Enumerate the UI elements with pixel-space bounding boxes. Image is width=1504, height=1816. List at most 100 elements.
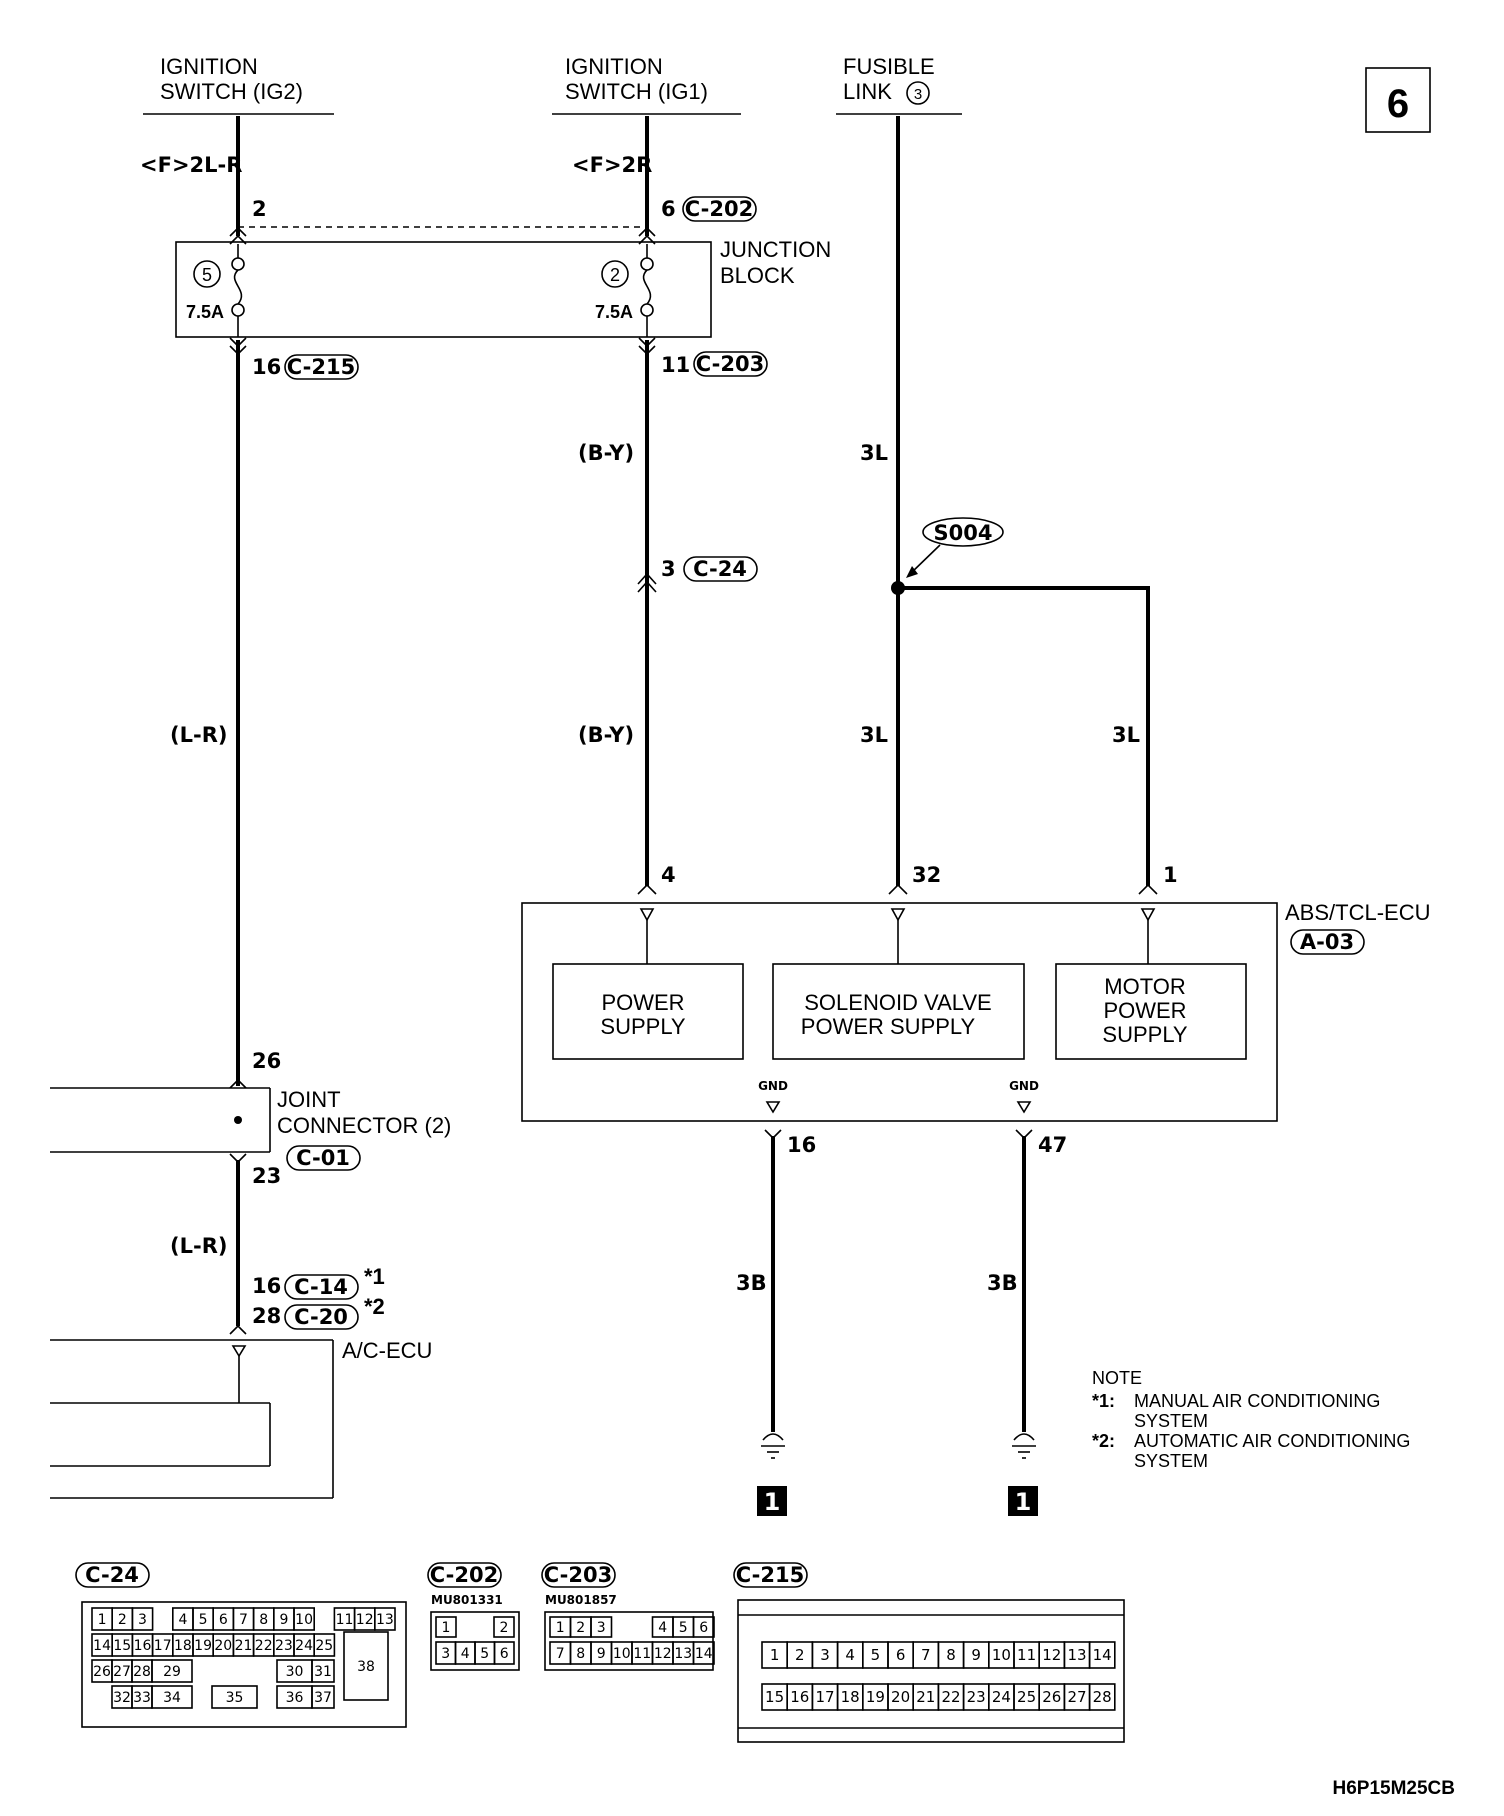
- connector-tag-c215: C-215: [284, 354, 359, 380]
- connector-pin-number: 12: [1042, 1646, 1061, 1664]
- connector-pin-cell: [293, 1607, 316, 1631]
- ecu-block-power-supply: [552, 963, 744, 1060]
- svg-text:S004: S004: [934, 521, 993, 545]
- svg-text:C-215: C-215: [287, 355, 355, 379]
- connector-pin-number: 4: [845, 1646, 855, 1664]
- connector-pin-number: 8: [576, 1646, 585, 1662]
- connector-pin-number: 28: [133, 1664, 151, 1680]
- connector-pin-number: 19: [194, 1638, 212, 1654]
- pin-ecu-32: 32: [912, 863, 941, 887]
- connector-pin-number: 26: [93, 1664, 111, 1680]
- connector-pin-cell: [692, 1641, 715, 1665]
- connector-pin-number: 13: [1067, 1646, 1086, 1664]
- note-item2-mark: *2:: [1092, 1431, 1115, 1451]
- connector-pin-number: 6: [219, 1612, 228, 1628]
- note: NOTE *1: MANUAL AIR CONDITIONING SYSTEM …: [1092, 1368, 1410, 1471]
- connector-pin-number: 6: [699, 1620, 708, 1636]
- connector-pin-number: 3: [597, 1620, 606, 1636]
- connector-pin-number: 31: [314, 1664, 332, 1680]
- source-ig1-line1: IGNITION: [565, 54, 663, 79]
- wire-fusible-branch: [898, 586, 1150, 886]
- wire-label-lr-lower: (L-R): [170, 1234, 227, 1258]
- connector-pin-number: 11: [336, 1612, 354, 1628]
- note-item1-mark: *1:: [1092, 1391, 1115, 1411]
- pin-jb-out-left: 16: [252, 355, 281, 379]
- connector-tag-c20: C-20: [284, 1304, 359, 1330]
- connector-pin-number: 25: [315, 1638, 333, 1654]
- connector-pin-number: 29: [163, 1664, 181, 1680]
- connector-tag-c24: C-24: [683, 556, 758, 582]
- source-fusible-link: FUSIBLE LINK 3: [836, 54, 962, 115]
- wire-label-3b-left: 3B: [736, 1271, 767, 1295]
- connector-pin-number: 36: [286, 1690, 304, 1706]
- connector-pin-cell: [590, 1616, 613, 1638]
- connector-pin-cell: [1088, 1683, 1116, 1711]
- connector-pin-number: 33: [133, 1690, 151, 1706]
- connector-pin-number: 22: [941, 1688, 960, 1706]
- connector-pin-number: 6: [896, 1646, 906, 1664]
- pin-ac-16: 16: [252, 1274, 281, 1298]
- connector-view-c24-label: C-24: [85, 1563, 139, 1587]
- ecu-block3-line1: MOTOR: [1104, 974, 1185, 999]
- svg-text:A-03: A-03: [1300, 930, 1354, 954]
- connector-pin-number: 23: [275, 1638, 293, 1654]
- connector-pin-number: 16: [790, 1688, 809, 1706]
- note-title: NOTE: [1092, 1368, 1142, 1388]
- connector-pin-number: 24: [295, 1638, 313, 1654]
- connector-pin-cell: [692, 1616, 715, 1638]
- connector-pin-number: 15: [765, 1688, 784, 1706]
- connector-pin-number: 3: [138, 1612, 147, 1628]
- asterisk-2: *2: [364, 1294, 385, 1319]
- connector-pin-number: 20: [214, 1638, 232, 1654]
- ecu-block2-line2: POWER SUPPLY: [801, 1014, 976, 1039]
- pin-jb-in-left: 2: [252, 197, 267, 221]
- connector-pin-cell: [343, 1631, 389, 1701]
- figure-code: H6P15M25CB: [1333, 1778, 1456, 1799]
- connector-pin-cell: [373, 1607, 396, 1631]
- pin-jc-26: 26: [252, 1049, 281, 1073]
- connector-pin-number: 14: [1093, 1646, 1112, 1664]
- ground-symbol-left: 1: [757, 1433, 787, 1516]
- abs-tcl-ecu: ABS/TCL-ECU A-03 POWER SUPPLY SOLENOID V…: [521, 900, 1430, 1122]
- ecu-block3-line3: SUPPLY: [1102, 1022, 1188, 1047]
- connector-pin-number: 2: [118, 1612, 127, 1628]
- connector-pin-number: 28: [1093, 1688, 1112, 1706]
- connector-pin-cell: [1088, 1641, 1116, 1669]
- junction-block: JUNCTION BLOCK 5 7.5A 2 7.5A: [175, 237, 831, 338]
- ground-symbol-right: 1: [1008, 1433, 1038, 1516]
- connector-pin-number: 2: [500, 1620, 509, 1636]
- ecu-gnd-label-2: GND: [1009, 1079, 1039, 1093]
- wire-label-lr-upper: (L-R): [170, 723, 227, 747]
- connector-pin-number: 26: [1042, 1688, 1061, 1706]
- connector-pin-number: 1: [442, 1620, 451, 1636]
- connector-pin-cell: [211, 1685, 258, 1709]
- connector-view-c202-label: C-202: [430, 1563, 498, 1587]
- connector-pin-number: 27: [113, 1664, 131, 1680]
- ecu-block-motor-power-supply: [1055, 963, 1247, 1060]
- splice-point: [891, 581, 905, 595]
- wire-label-by-upper: (B-Y): [578, 441, 634, 465]
- pin-jb-in-right: 6: [661, 197, 676, 221]
- connector-pin-number: 12: [654, 1646, 672, 1662]
- svg-text:C-14: C-14: [294, 1275, 348, 1299]
- fuse-left-number: 5: [202, 265, 212, 285]
- connector-pin-number: 10: [295, 1612, 313, 1628]
- ac-ecu: A/C-ECU: [50, 1338, 432, 1499]
- connector-pin-number: 7: [556, 1646, 565, 1662]
- connector-tag-a03: A-03: [1290, 929, 1365, 955]
- source-fusible-line2: LINK: [843, 79, 892, 104]
- connector-pin-number: 4: [461, 1646, 470, 1662]
- pin-gnd-47: 47: [1038, 1133, 1067, 1157]
- connector-pin-number: 8: [259, 1612, 268, 1628]
- junction-block-line1: JUNCTION: [720, 237, 831, 262]
- connector-pin-number: 23: [967, 1688, 986, 1706]
- svg-text:C-203: C-203: [696, 352, 764, 376]
- connector-pin-number: 1: [556, 1620, 565, 1636]
- connector-tag-c202: C-202: [682, 196, 757, 222]
- connector-pin-number: 14: [695, 1646, 713, 1662]
- source-ig2-line1: IGNITION: [160, 54, 258, 79]
